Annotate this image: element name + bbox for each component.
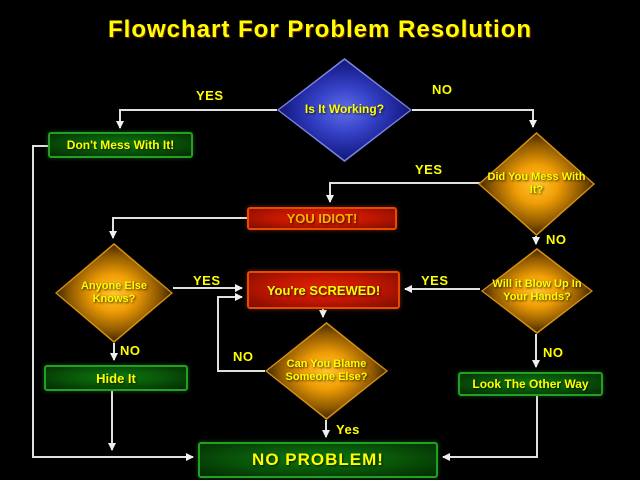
node-label: NO PROBLEM! [252, 450, 384, 469]
edge-mess-yes [326, 182, 481, 203]
node-label: Don't Mess With It! [66, 138, 175, 152]
edge-dont-mess-to-no-problem [32, 145, 194, 461]
decision-did-you-mess: Did You Mess With It? [478, 132, 595, 236]
decision-can-you-blame: Can You Blame Someone Else? [265, 322, 388, 420]
edge-working-yes [116, 109, 277, 129]
decision-label: Can You Blame Someone Else? [285, 358, 368, 383]
edge-label-anyone-yes: YES [193, 273, 221, 288]
node-label: Hide It [96, 370, 136, 386]
edge-label-working-yes: YES [196, 88, 224, 103]
edge-label-anyone-no: NO [120, 343, 141, 358]
edge-label-blow-yes: YES [421, 273, 449, 288]
node-dont-mess-with-it: Don't Mess With It! [48, 132, 193, 158]
decision-label: Anyone Else Knows? [80, 280, 147, 305]
edge-working-no [412, 109, 537, 128]
decision-is-it-working: Is It Working? [277, 58, 412, 162]
page-title: Flowchart For Problem Resolution [107, 16, 533, 43]
decision-will-it-blow-up: Will it Blow Up In Your Hands? [481, 248, 593, 334]
decision-label: Will it Blow Up In Your Hands? [492, 278, 582, 303]
edge-look-to-no-problem [442, 396, 538, 461]
decision-anyone-else-knows: Anyone Else Knows? [55, 243, 173, 343]
edge-label-mess-yes: YES [415, 162, 443, 177]
edge-label-blow-no: NO [543, 345, 564, 360]
node-you-idiot: YOU IDIOT! [247, 207, 397, 230]
node-no-problem: NO PROBLEM! [198, 442, 438, 478]
edge-label-working-no: NO [432, 82, 453, 97]
node-look-the-other-way: Look The Other Way [458, 372, 603, 396]
node-label: You're SCREWED! [266, 282, 381, 298]
edge-label-blame-yes: Yes [336, 422, 360, 437]
node-label: Look The Other Way [472, 377, 589, 391]
decision-label: Did You Mess With It? [487, 171, 586, 196]
node-label: YOU IDIOT! [286, 211, 358, 226]
edge-idiot-to-anyone [109, 217, 247, 239]
edge-blame-no [217, 293, 265, 372]
edge-label-mess-no: NO [546, 232, 567, 247]
decision-label: Is It Working? [304, 102, 385, 117]
node-youre-screwed: You're SCREWED! [247, 271, 400, 309]
node-hide-it: Hide It [44, 365, 188, 391]
edge-label-blame-no: NO [233, 349, 254, 364]
